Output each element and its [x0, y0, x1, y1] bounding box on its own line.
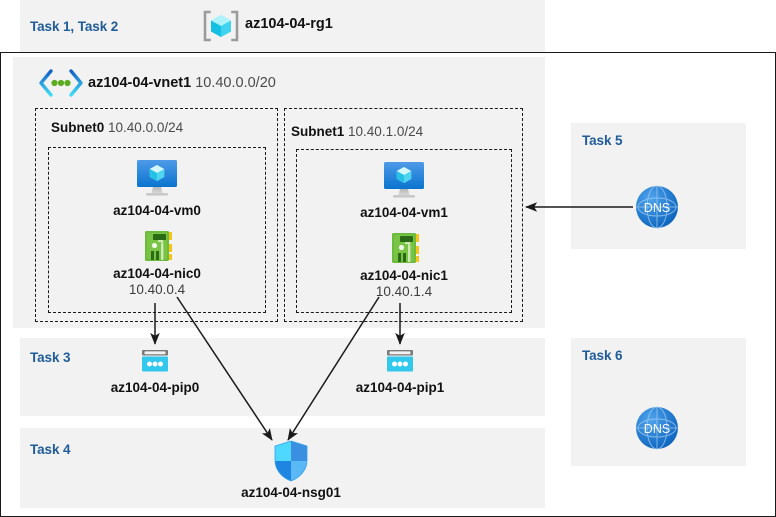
network-interface-icon	[145, 231, 172, 261]
vm1-node: az104-04-vm1	[344, 160, 464, 221]
vnet-title: az104-04-vnet1 10.40.0.0/20	[88, 75, 276, 91]
dns-icon-text: DNS	[644, 201, 670, 215]
virtual-machine-icon	[384, 162, 424, 198]
subnet0-cidr: 10.40.0.0/24	[108, 120, 184, 135]
network-security-group-icon	[274, 440, 308, 482]
nic0-node: az104-04-nic0 10.40.0.4	[97, 228, 217, 298]
public-ip-address-icon	[142, 350, 168, 372]
resource-group-band	[20, 0, 545, 52]
private-dns-zone-name: contoso.org	[571, 228, 776, 244]
dns-zone-title: DNS zone	[571, 381, 776, 397]
vnet-panel	[13, 57, 545, 328]
pip1-node: az104-04-pip1	[335, 348, 465, 396]
pip0-node: az104-04-pip0	[90, 348, 220, 396]
task3-panel	[20, 338, 545, 416]
subnet1-cidr: 10.40.1.0/24	[348, 124, 424, 139]
nic1-node: az104-04-nic1 10.40.1.4	[344, 230, 464, 300]
task-label-3: Task 3	[30, 350, 71, 365]
virtual-network-icon	[39, 69, 83, 97]
pip0-label: az104-04-pip0	[110, 380, 200, 395]
nic0-ip: 10.40.0.4	[128, 282, 186, 297]
subnet0-box	[35, 108, 278, 322]
pip1-label: az104-04-pip1	[355, 380, 445, 395]
task-label-4: Task 4	[30, 442, 71, 457]
resource-group-icon	[203, 10, 239, 42]
task-label-5: Task 5	[582, 133, 623, 148]
subnet0-vm-group-box	[48, 147, 266, 313]
subnet0-name: Subnet0	[51, 120, 105, 135]
nsg-label: az104-04-nsg01	[241, 485, 341, 500]
vnet-address-space: 10.40.0.0/20	[195, 75, 276, 91]
subnet1-box	[284, 108, 523, 322]
vnet-name: az104-04-vnet1	[88, 75, 192, 91]
subnet1-vm-group-box	[296, 149, 512, 313]
vm0-node: az104-04-vm0	[97, 158, 217, 219]
subnet1-name: Subnet1	[291, 124, 345, 139]
subnet1-title: Subnet1 10.40.1.0/24	[291, 124, 423, 139]
dns-zone-icon: DNS	[636, 406, 678, 450]
subnet0-title: Subnet0 10.40.0.0/24	[51, 120, 183, 135]
resource-group-name: az104-04-rg1	[245, 16, 333, 32]
nic1-ip: 10.40.1.4	[375, 284, 433, 299]
private-dns-zone-title: Private DNS zone	[571, 158, 776, 174]
nsg-node: az104-04-nsg01	[221, 440, 361, 501]
nic1-label: az104-04-nic1	[360, 268, 448, 283]
network-interface-icon	[392, 233, 419, 263]
dns-zone-icon: DNS	[636, 185, 678, 229]
vm1-label: az104-04-vm1	[360, 205, 448, 220]
public-ip-address-icon	[387, 350, 413, 372]
task-label-1-2: Task 1, Task 2	[30, 19, 119, 34]
dns-icon-text: DNS	[644, 422, 670, 436]
task-label-6: Task 6	[582, 348, 623, 363]
nic0-label: az104-04-nic0	[113, 266, 201, 281]
virtual-machine-icon	[137, 160, 177, 196]
vm0-label: az104-04-vm0	[113, 203, 201, 218]
